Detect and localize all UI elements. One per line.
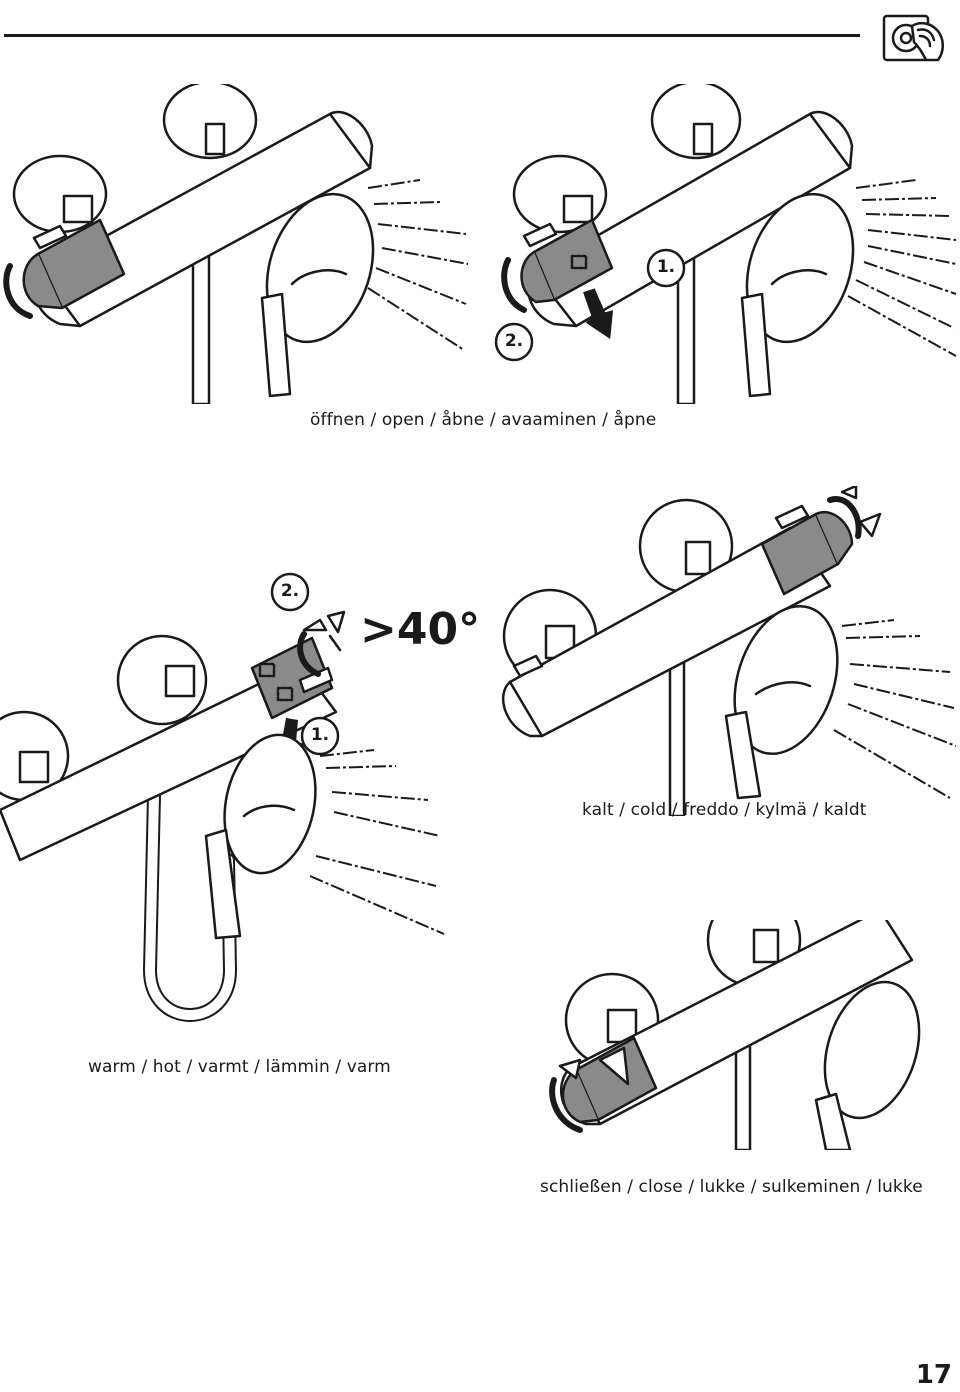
cold-illustration [501, 486, 957, 816]
hot-illustration [0, 610, 445, 1022]
header-rule [4, 34, 860, 37]
caption-close: schließen / close / lukke / sulkeminen /… [540, 1177, 923, 1197]
page-number: 17 [915, 1360, 952, 1390]
caption-open: öffnen / open / åbne / avaaminen / åpne [310, 410, 657, 430]
step-label: 2. [504, 331, 524, 351]
step-badge-open-1: 1. [646, 248, 686, 288]
step-badge-open-2: 2. [494, 322, 534, 362]
close-illustration [549, 920, 921, 1150]
step-badge-hot-1: 1. [300, 716, 340, 756]
hand-turning-knob-icon [882, 14, 944, 62]
step-label: 1. [310, 725, 330, 745]
arrow-up-icon [583, 288, 614, 339]
angle-label: >40° [360, 604, 481, 655]
step-label: 1. [656, 257, 676, 277]
open-illustration-right [501, 84, 957, 404]
open-illustration-left [3, 84, 469, 404]
step-label: 2. [280, 581, 300, 601]
rotate-arrow-icon [326, 610, 346, 634]
caption-hot: warm / hot / varmt / lämmin / varm [88, 1057, 391, 1077]
caption-cold: kalt / cold / freddo / kylmä / kaldt [582, 800, 867, 820]
step-badge-hot-2: 2. [270, 572, 310, 612]
